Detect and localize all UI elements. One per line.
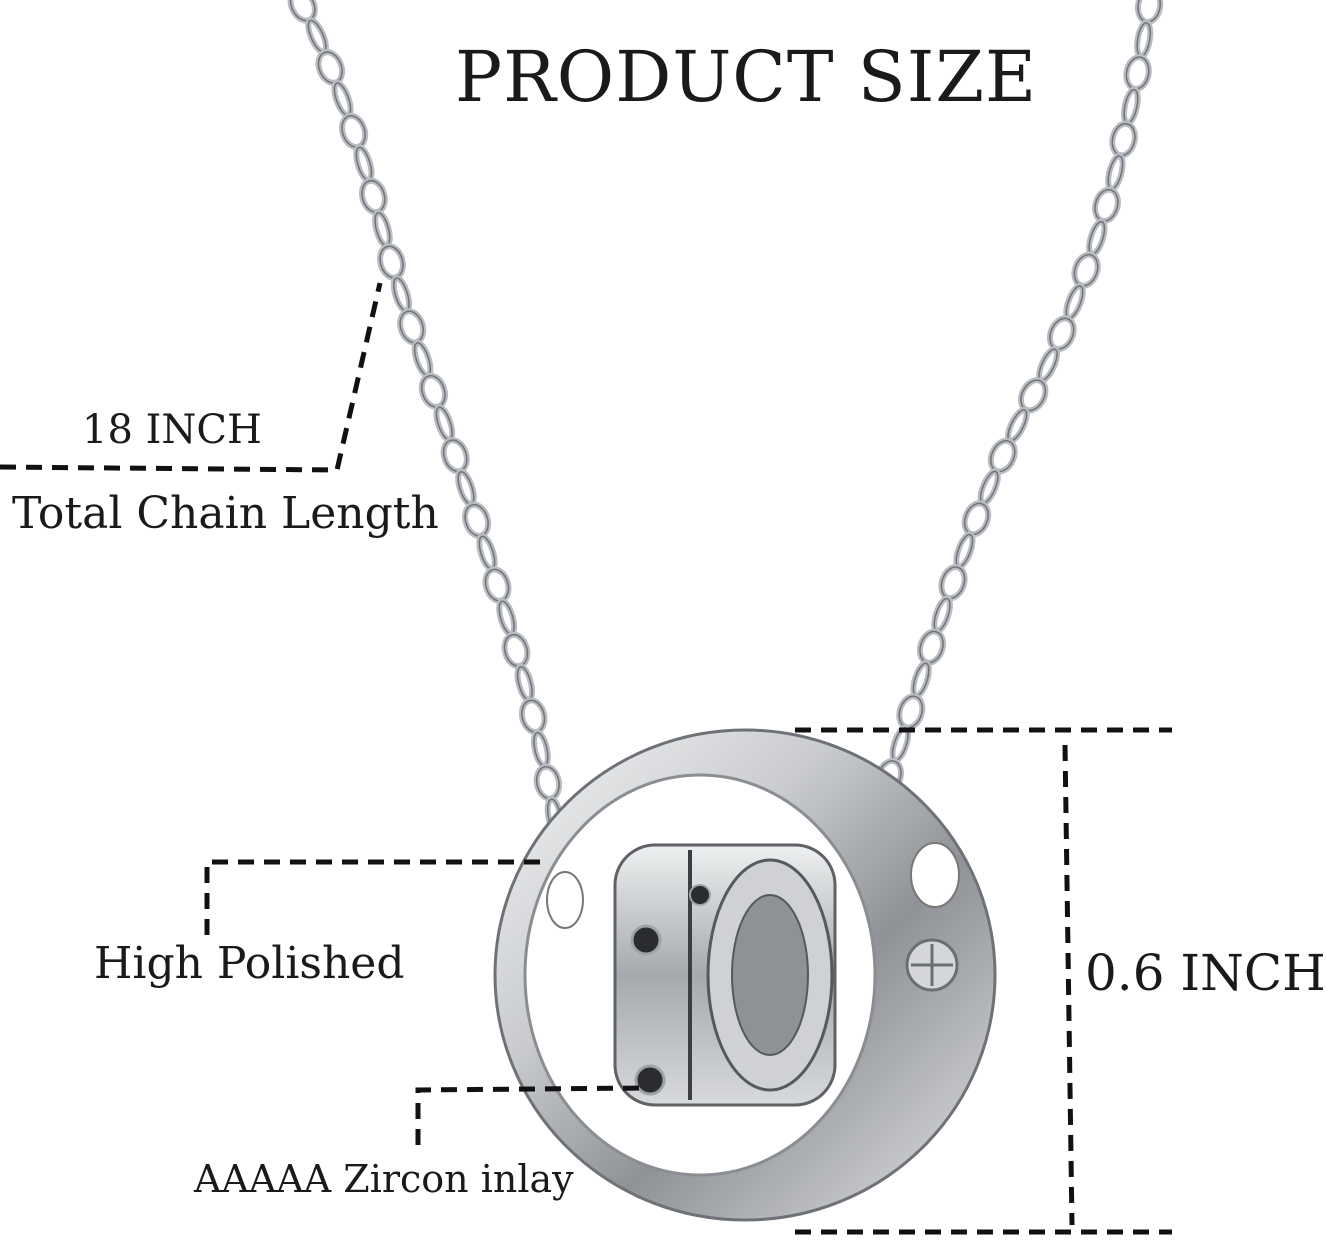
chain-link: [377, 243, 406, 281]
zircon-stone-icon: [630, 924, 662, 956]
page-title: PRODUCT SIZE: [455, 36, 1038, 118]
zircon-stone-icon: [689, 884, 711, 906]
pendant: [493, 728, 997, 1222]
finish-label: High Polished: [94, 938, 405, 989]
chain-length-callout: [0, 282, 383, 473]
chain-length-value: 18 INCH: [82, 407, 262, 453]
zircon-callout: [415, 1085, 646, 1145]
chain-links: [287, 0, 1164, 836]
zircon-stone-icon: [634, 1064, 666, 1096]
chain-link: [533, 763, 563, 802]
callout-lines: [0, 282, 1172, 1235]
chain-link: [358, 177, 388, 216]
height-dimension-line: [1062, 744, 1075, 1226]
pendant-height-value: 0.6 INCH: [1085, 944, 1326, 1002]
chain-link: [518, 697, 548, 735]
inlay-label: AAAAA Zircon inlay: [194, 1157, 574, 1201]
chain-left: [300, 0, 555, 820]
chain-link: [501, 631, 531, 670]
chain-right: [870, 0, 1150, 830]
chain-link: [1092, 186, 1121, 224]
chain-link: [1109, 120, 1138, 159]
chain-length-caption: Total Chain Length: [12, 488, 439, 539]
chain-link: [1123, 54, 1152, 92]
polished-callout: [204, 859, 548, 935]
